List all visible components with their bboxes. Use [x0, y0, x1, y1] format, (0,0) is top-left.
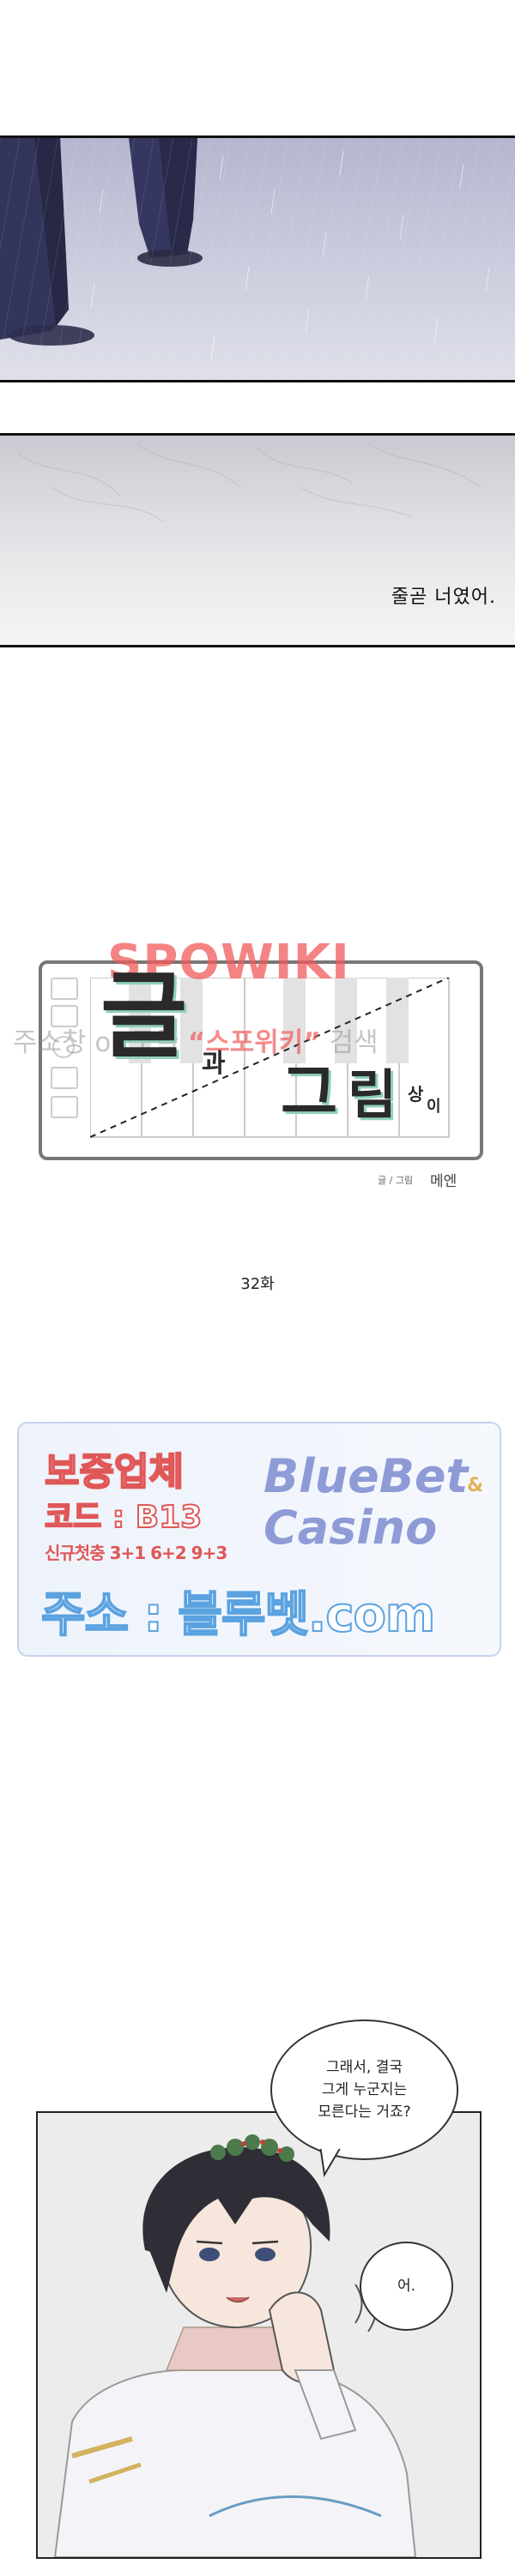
speech-bubble-question: 그래서, 결국 그게 누군지는 모른다는 거죠?	[270, 2019, 458, 2160]
speech-bubble-question-tail	[318, 2144, 343, 2177]
title-char-rim: 림	[348, 1063, 397, 1126]
watermark-search-right: 검색	[320, 1027, 379, 1058]
speech-bubble-reply: 어.	[360, 2242, 453, 2331]
watermark-search-left: 주소창 or 구글	[13, 1027, 188, 1058]
episode-number: 32화	[240, 1275, 275, 1293]
caption-text: 줄곧 너였어.	[391, 587, 496, 608]
rain-scene-panel	[0, 135, 515, 382]
title-char-sang: 상	[408, 1084, 424, 1104]
ad-code: 코드 : B13	[44, 1499, 203, 1536]
logo-side-decor	[51, 978, 78, 1136]
ad-address: 주소 : 블루벳.com	[40, 1586, 436, 1644]
ad-brand-bluebet: BlueBet	[264, 1449, 469, 1503]
watermark-search-highlight: “스포위키”	[187, 1027, 321, 1058]
ad-left-title: 보증업체	[44, 1449, 185, 1495]
fog-scene-panel: 줄곧 너였어.	[0, 433, 515, 647]
ad-banner[interactable]: 보증업체 코드 : B13 신규첫충 3+1 6+2 9+3 주소 : 블루벳.…	[17, 1422, 501, 1657]
rain-scene-illustration	[0, 138, 515, 380]
piano-keys-graphic	[90, 978, 450, 1138]
ad-bonus: 신규첫충 3+1 6+2 9+3	[45, 1543, 227, 1563]
title-char-geu: 그	[281, 1056, 338, 1129]
title-logo: SPOWIKI 주소창 or 구글 “스포위키” 검색 글 과 그 림 상 이 …	[13, 935, 483, 1190]
credit-label: 글 / 그림	[378, 1175, 414, 1186]
ad-brand-casino: Casino	[264, 1501, 438, 1555]
title-char-geul: 글	[100, 961, 188, 1071]
character-illustration	[53, 2134, 417, 2557]
credit-author: 메엔	[430, 1173, 457, 1190]
watermark-search-line: 주소창 or 구글 “스포위키” 검색	[13, 1020, 502, 1059]
title-char-i: 이	[427, 1098, 441, 1116]
ad-brand-amp: &	[467, 1475, 484, 1496]
dialogue-panel: 어.	[36, 2111, 482, 2559]
fog-texture	[16, 443, 482, 522]
speech-bubble-reply-text: 어.	[397, 2278, 416, 2295]
title-char-gwa: 과	[202, 1049, 226, 1079]
speech-bubble-question-text: 그래서, 결국 그게 누군지는 모른다는 거죠?	[318, 2059, 411, 2121]
watermark-spowiki: SPOWIKI	[107, 935, 350, 990]
